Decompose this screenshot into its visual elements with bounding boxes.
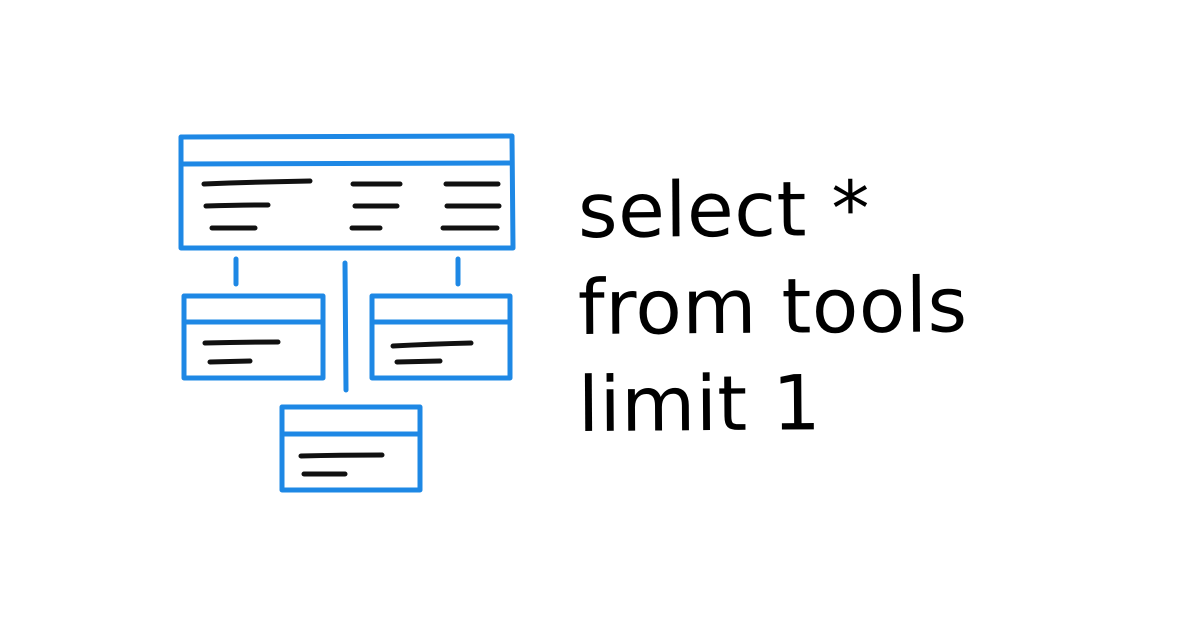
- sql-query-tagline: select * from tools limit 1: [578, 162, 968, 453]
- tagline-line-2: from tools: [577, 260, 968, 352]
- connector-center: [342, 260, 349, 393]
- child-table-left-rows: [202, 339, 281, 365]
- child-table-right-rows: [390, 340, 474, 365]
- child-table-left: [181, 293, 326, 381]
- main-table: [178, 133, 516, 251]
- child-table-right: [369, 293, 513, 381]
- tagline-line-3: limit 1: [577, 358, 822, 449]
- main-table-rows: [201, 178, 502, 231]
- tagline-line-1: select *: [577, 163, 871, 255]
- child-table-bottom-rows: [298, 452, 385, 477]
- child-table-bottom: [279, 404, 423, 493]
